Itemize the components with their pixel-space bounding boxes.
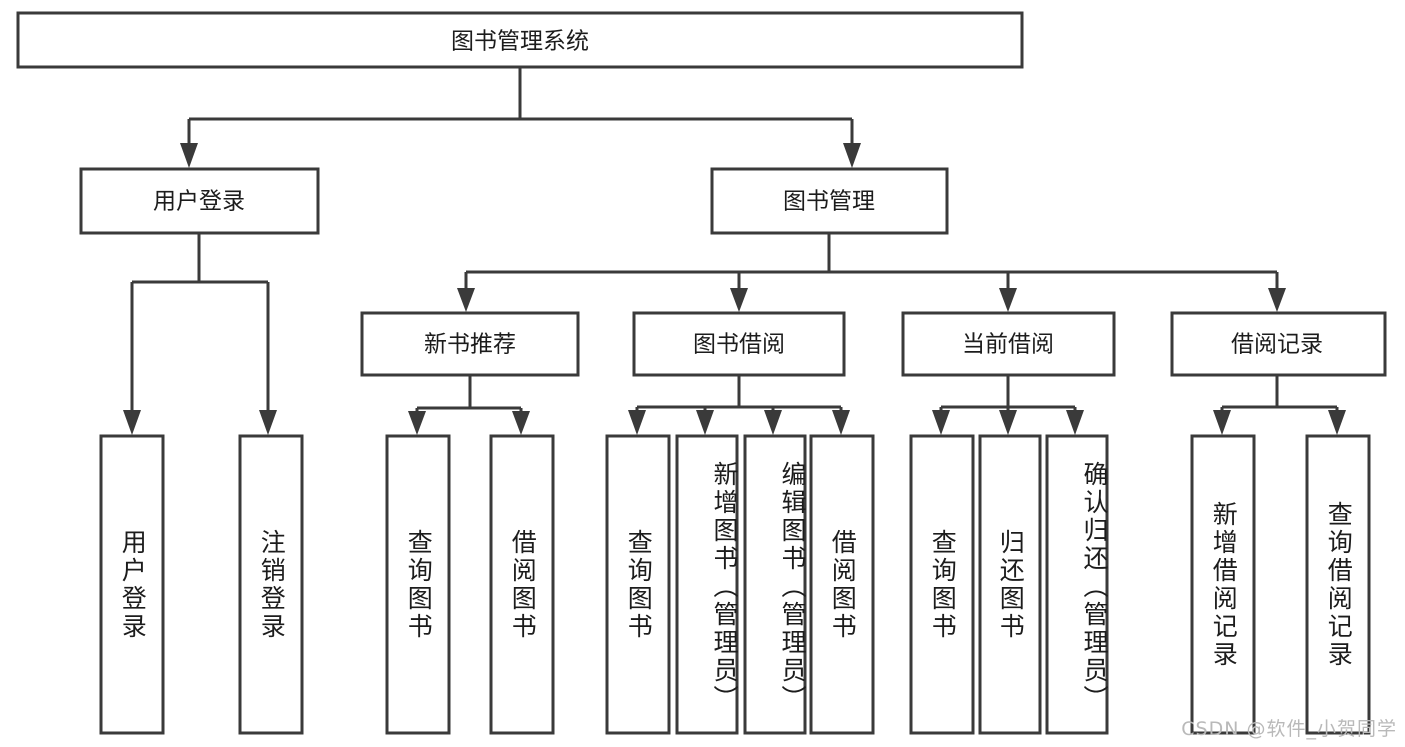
leaf-node-add-book[interactable]: [675, 434, 739, 735]
leaf-node-user-login[interactable]: [99, 434, 165, 735]
connector-bookborrow-to-leaves: [628, 375, 850, 435]
leaf-node-return-book[interactable]: [978, 434, 1042, 735]
node-current-borrow-label: 当前借阅: [962, 332, 1054, 358]
connector-borrowrecord-to-leaves: [1213, 375, 1346, 435]
node-root-system[interactable]: 图书管理系统: [16, 11, 1024, 69]
node-borrow-record-label: 借阅记录: [1231, 332, 1323, 358]
node-user-login-label: 用户登录: [153, 189, 245, 215]
leaf-node-query-book-1[interactable]: [385, 434, 451, 735]
connector-userlogin-to-leaves: [123, 233, 277, 435]
leaf-node-logout-login[interactable]: [238, 434, 304, 735]
leaf-node-query-book-2[interactable]: [605, 434, 671, 735]
node-book-borrow-label: 图书借阅: [693, 332, 785, 358]
connector-bookmgmt-to-level3: [457, 233, 1286, 312]
connector-newbook-to-leaves: [408, 375, 530, 435]
connector-currentborrow-to-leaves: [932, 375, 1084, 435]
node-book-borrow[interactable]: 图书借阅: [632, 311, 846, 377]
node-new-book-recommend[interactable]: 新书推荐: [360, 311, 580, 377]
leaf-node-edit-book[interactable]: [743, 434, 807, 735]
connector-root-to-level2: [180, 67, 861, 168]
node-borrow-record[interactable]: 借阅记录: [1170, 311, 1387, 377]
csdn-watermark: CSDN @软件_小贺同学: [1181, 718, 1397, 740]
leaf-node-borrow-book-1[interactable]: [489, 434, 555, 735]
leaf-node-add-record[interactable]: [1190, 434, 1256, 735]
node-root-label: 图书管理系统: [451, 29, 589, 55]
node-current-borrow[interactable]: 当前借阅: [901, 311, 1116, 377]
node-new-book-recommend-label: 新书推荐: [424, 332, 516, 358]
node-user-login[interactable]: 用户登录: [79, 167, 320, 235]
leaf-node-borrow-book-2[interactable]: [809, 434, 875, 735]
node-book-management[interactable]: 图书管理: [710, 167, 949, 235]
leaf-node-query-record[interactable]: [1305, 434, 1371, 735]
leaf-node-query-book-3[interactable]: [909, 434, 975, 735]
leaf-node-confirm-return[interactable]: [1045, 434, 1109, 735]
node-book-management-label: 图书管理: [783, 189, 875, 215]
